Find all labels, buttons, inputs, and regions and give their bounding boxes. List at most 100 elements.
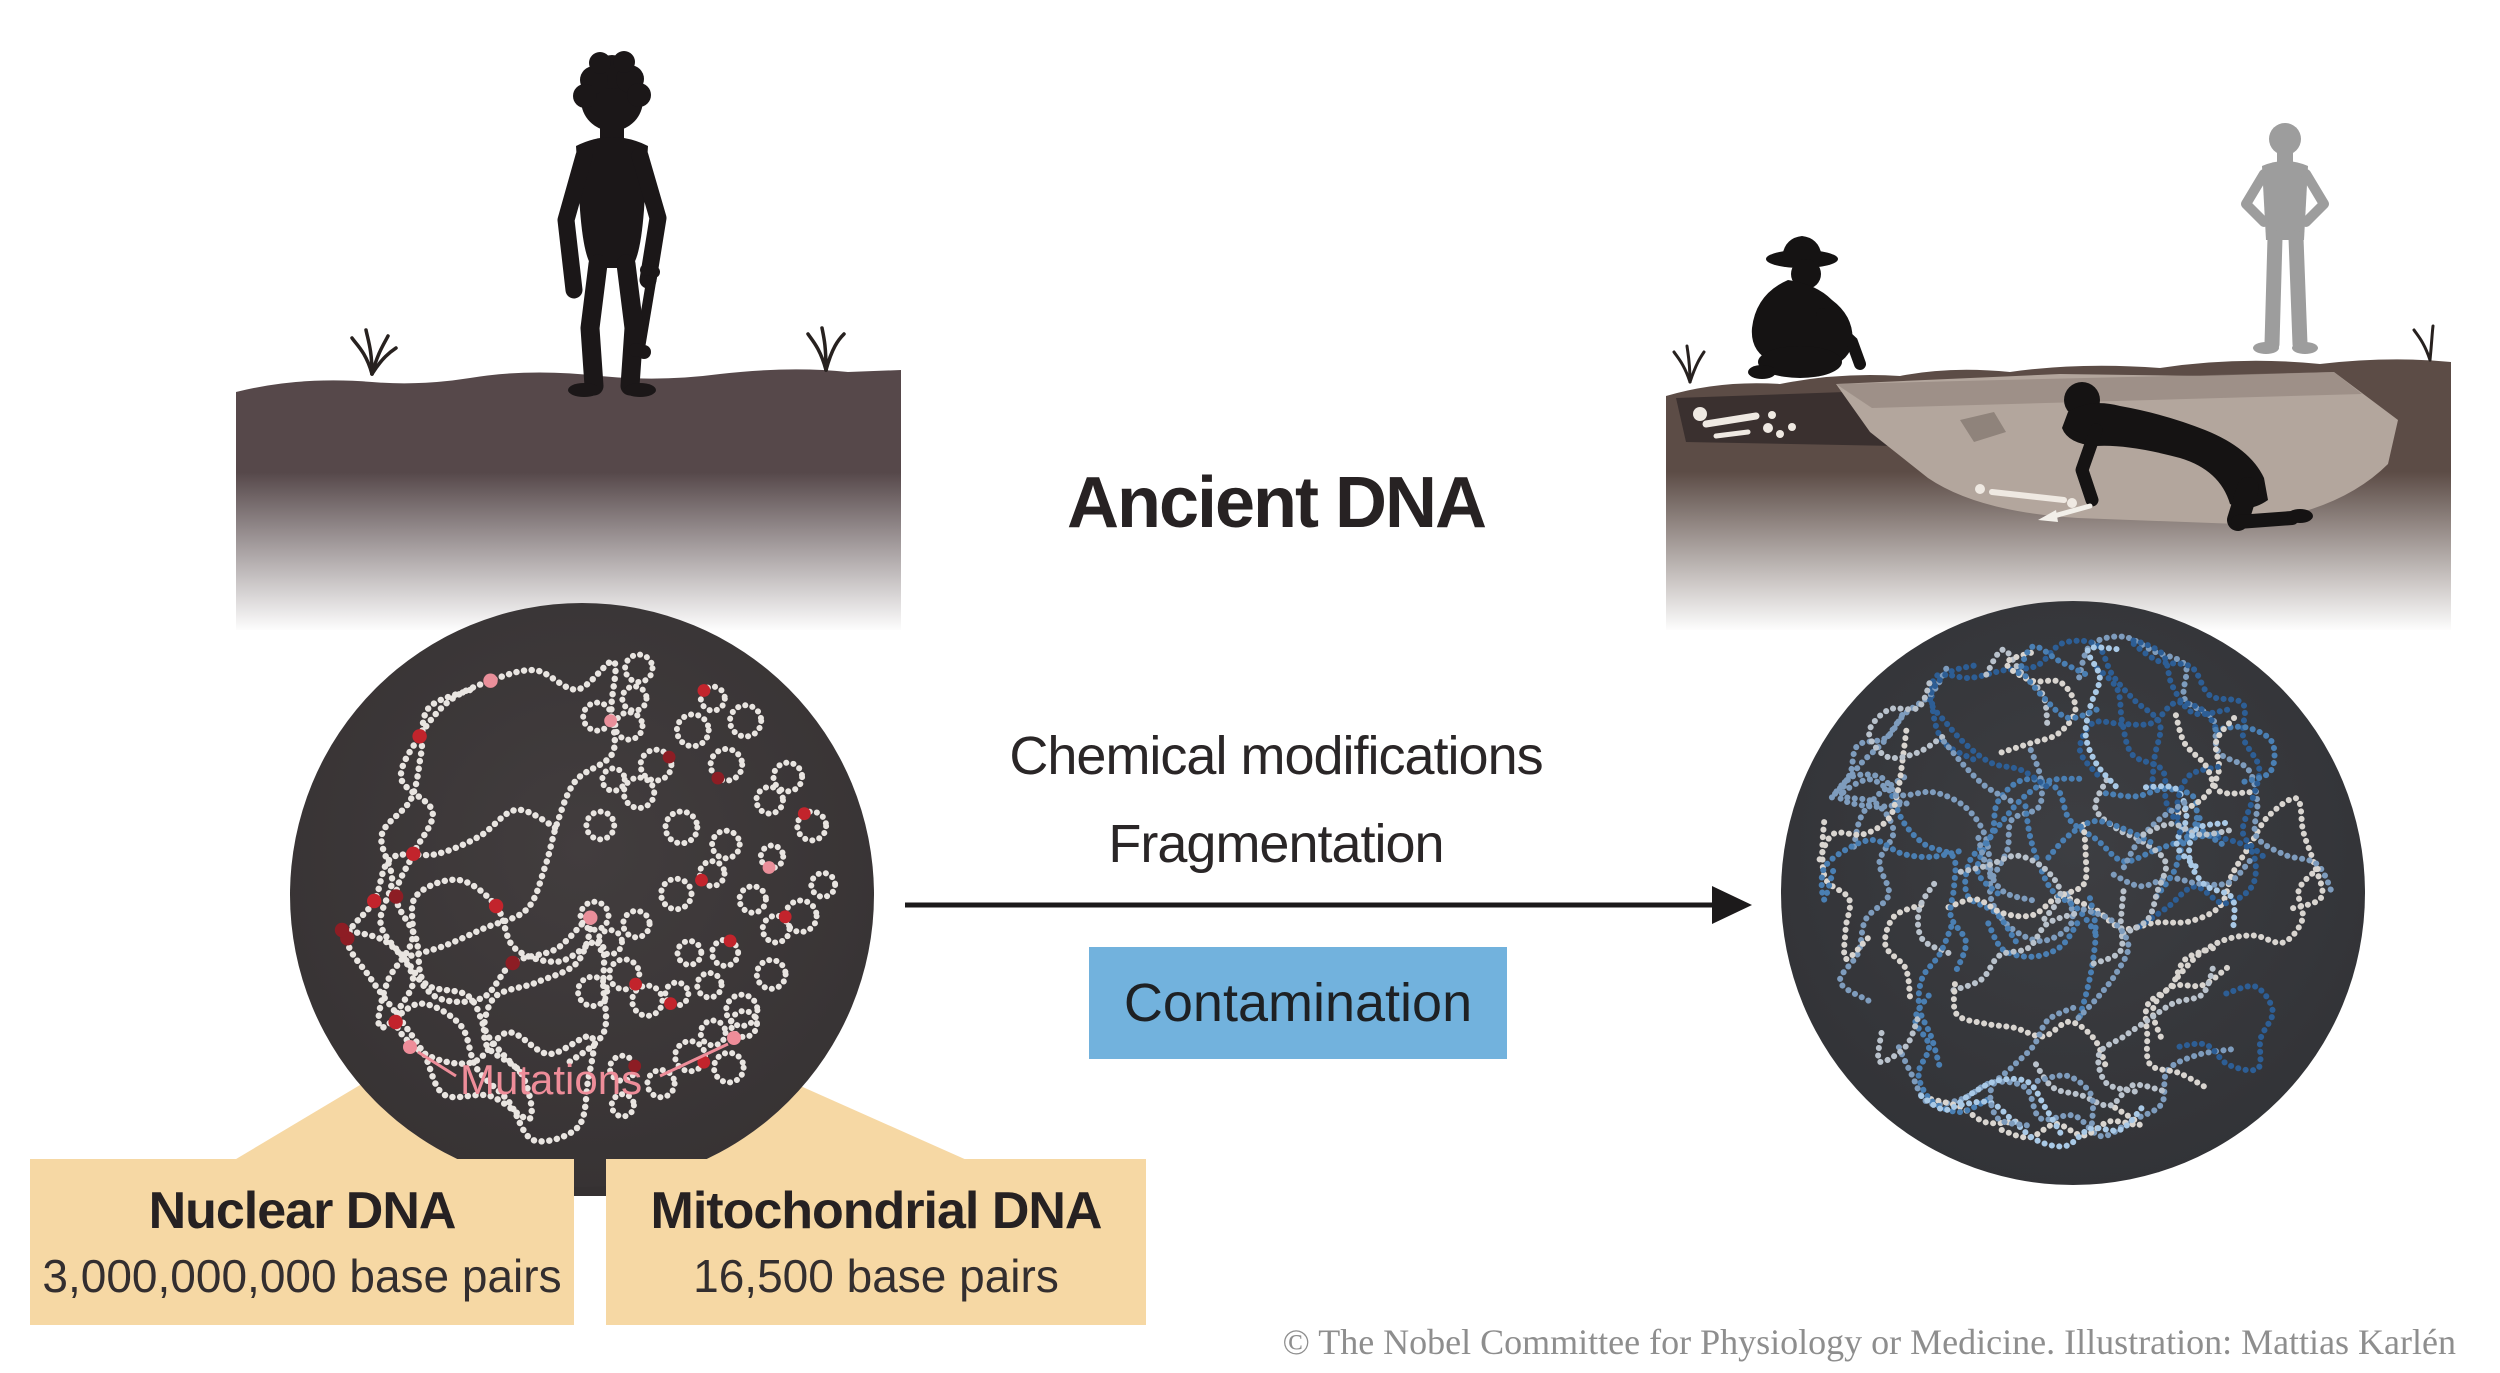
- dna-fragment: [2077, 895, 2099, 1020]
- dna-fragment: [1875, 1016, 1921, 1065]
- mtdna-ring: [709, 827, 743, 862]
- mutation-dot: [505, 955, 520, 971]
- mutation-dot: [662, 750, 676, 764]
- dna-fragment: [2015, 643, 2089, 678]
- mtdna-ring: [620, 907, 653, 941]
- ancient-human-silhouette: [557, 51, 667, 397]
- nuclear-dna-callout: Nuclear DNA 3,000,000,000 base pairs: [30, 1159, 574, 1325]
- excavation-scene: [1666, 123, 2451, 630]
- dna-fragment: [1916, 1075, 2064, 1136]
- dna-fragment: [2022, 673, 2101, 722]
- mutation-dot: [388, 1014, 403, 1030]
- mutation-dot: [697, 684, 711, 697]
- mtdna-ring: [753, 784, 787, 817]
- mutation-dot: [334, 922, 350, 938]
- mutation-dot: [483, 673, 498, 688]
- dna-fragment: [2174, 763, 2221, 836]
- mtdna-ring: [697, 683, 728, 714]
- dna-fragment: [1950, 910, 2078, 994]
- mutation-pointer: [403, 1008, 760, 1078]
- dna-fragment: [2074, 906, 2132, 1022]
- mtdna-ring: [673, 711, 712, 750]
- mtdna-ring: [697, 1017, 729, 1049]
- dna-fragment: [2174, 864, 2323, 980]
- nuclear-dna-subtitle: 3,000,000,000 base pairs: [42, 1250, 562, 1302]
- mutation-dot: [797, 807, 811, 821]
- process-line-fragmentation: Fragmentation: [1108, 814, 1444, 874]
- mutation-dot: [723, 934, 737, 948]
- copyright-credit: © The Nobel Committee for Physiology or …: [1282, 1322, 2456, 1362]
- mtdna-ring: [808, 870, 839, 900]
- archaeologist-kneeling: [2038, 382, 2313, 531]
- dna-fragment: [1837, 776, 2076, 944]
- mtdna-ring: [620, 774, 658, 811]
- mtdna-ring: [694, 970, 725, 1001]
- dna-fragment: [1866, 677, 1946, 762]
- mtdna-ring: [770, 759, 806, 795]
- page-title: Ancient DNA: [1066, 463, 1487, 543]
- dna-fragment: [2076, 633, 2336, 898]
- mutation-dot: [604, 714, 617, 728]
- dna-fragment: [2212, 723, 2278, 786]
- mtdna-ring: [594, 927, 626, 958]
- grass-tuft: [1672, 324, 2435, 384]
- mitochondrial-dna-title: Mitochondrial DNA: [650, 1182, 1103, 1240]
- mtdna-ring: [575, 973, 611, 1010]
- dna-fragment: [1985, 919, 2081, 960]
- dna-fragment: [2076, 699, 2224, 778]
- dna-fragment: [2032, 1060, 2165, 1109]
- dna-fragment: [2082, 644, 2122, 790]
- dna-fragment: [2034, 1072, 2096, 1128]
- mtdna-ring: [583, 808, 618, 843]
- mtdna-ring: [711, 1049, 747, 1086]
- dna-fragment: [2172, 983, 2276, 1074]
- mtdna-ring: [707, 746, 746, 784]
- dna-fragment: [2175, 714, 2238, 816]
- process-labels: Chemical modifications Fragmentation: [926, 712, 1626, 888]
- dna-fragment: [2110, 858, 2253, 890]
- dna-fragment: [1941, 738, 2014, 804]
- grass-tuft: [350, 326, 846, 376]
- mtdna-ring: [662, 808, 701, 847]
- mutation-dot: [367, 893, 382, 909]
- dna-fragment: [2172, 711, 2253, 797]
- mutation-dot: [664, 997, 677, 1010]
- dna-fragment: [1915, 923, 1955, 1068]
- trowel-icon: [2038, 503, 2093, 522]
- mutation-dot: [388, 889, 404, 904]
- contamination-badge: Contamination: [1089, 947, 1507, 1059]
- dna-fragment: [1974, 775, 2083, 898]
- dna-fragment: [2092, 777, 2170, 938]
- mtdna-ring: [674, 938, 705, 968]
- dna-fragment: [2022, 803, 2099, 936]
- mtdna-ring: [644, 1067, 678, 1101]
- mutation-dot: [711, 771, 725, 785]
- right-magnifier-circle: [1781, 601, 2365, 1185]
- mutation-dot: [583, 910, 598, 925]
- mtdna-ring: [753, 957, 789, 992]
- dna-fragment: [2140, 820, 2233, 838]
- mutation-dot: [762, 861, 776, 874]
- dna-fragment: [1819, 817, 1871, 962]
- dna-fragment: [1882, 901, 1925, 1001]
- arrowhead-icon: [1712, 886, 1752, 924]
- dna-fragment: [2045, 818, 2154, 861]
- dna-fragment: [1950, 981, 2109, 1070]
- mtdna-ring: [612, 709, 646, 743]
- mutation-dot: [412, 729, 427, 744]
- nuclear-dna-strand: [338, 876, 610, 1145]
- process-arrow: [905, 886, 1752, 924]
- mtdna-ring: [662, 979, 692, 1009]
- mutation-dot: [403, 1040, 417, 1054]
- dna-fragment: [1914, 880, 1952, 956]
- dna-fragment: [1975, 834, 2036, 904]
- mutation-dot: [488, 898, 504, 914]
- mtdna-ring: [622, 651, 656, 685]
- mutation-dot: [629, 977, 642, 991]
- mtdna-ring: [723, 991, 761, 1029]
- mtdna-ring: [629, 982, 666, 1019]
- degraded-dna-fragments: [1816, 633, 2336, 1150]
- mtdna-ring: [794, 808, 830, 844]
- mutation-dot: [727, 1031, 741, 1045]
